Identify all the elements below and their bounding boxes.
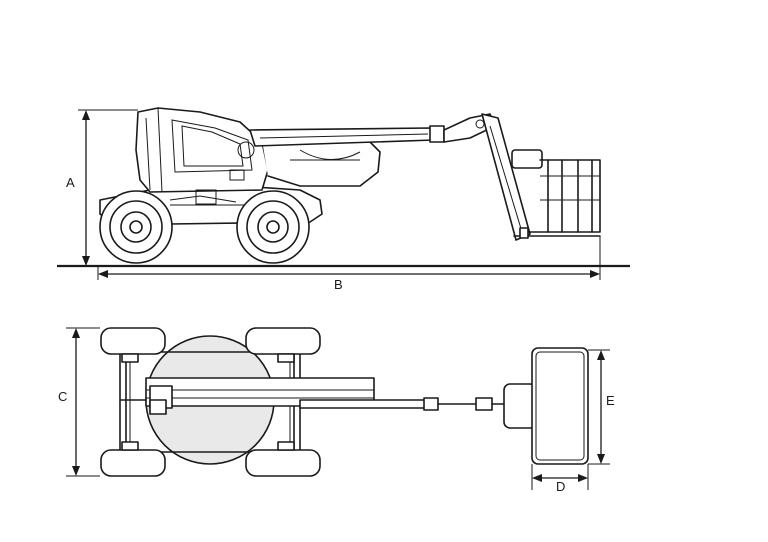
top-view: C D E (58, 327, 615, 494)
rear-wheel (236, 190, 310, 264)
dimension-c: C (58, 327, 100, 477)
platform-basket (511, 149, 601, 239)
dimension-d-label: D (556, 479, 565, 494)
main-boom (249, 127, 435, 147)
dimension-c-label: C (58, 389, 67, 404)
front-wheel (99, 190, 173, 264)
dimension-a: A (66, 109, 138, 266)
dimension-b: B (97, 236, 601, 292)
tire-front-right (100, 449, 166, 477)
cab (135, 107, 269, 193)
dimension-a-label: A (66, 175, 75, 190)
side-view: A B (57, 107, 630, 292)
top-basket (531, 347, 589, 465)
dimension-e-label: E (606, 393, 615, 408)
tire-front-left (100, 327, 166, 355)
dimension-e: E (588, 349, 615, 465)
dimension-d: D (531, 464, 589, 494)
dimension-b-label: B (334, 277, 343, 292)
tire-rear-left (245, 327, 321, 355)
jib-arm (481, 113, 531, 241)
tire-rear-right (245, 449, 321, 477)
